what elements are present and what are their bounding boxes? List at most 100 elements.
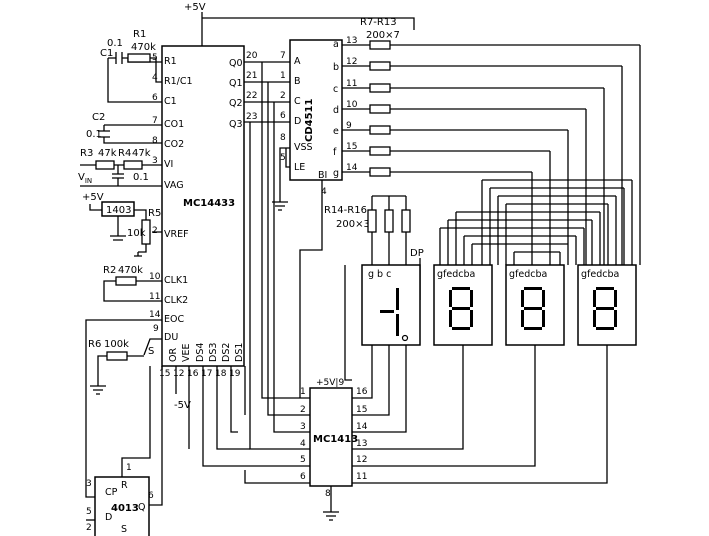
mc14433-pin-num: 3 (152, 156, 158, 166)
display-2-pins: gfedcba (437, 269, 475, 280)
cd4511-pin-num: 1 (280, 71, 286, 81)
ff4013-pin-num: 5 (86, 507, 92, 517)
r2-value: 470k (118, 265, 143, 276)
r1-name: R1 (133, 29, 146, 40)
input-network: C1 0.1 R1 470k C2 0.1 R3 47k R4 47k VIN … (78, 29, 162, 498)
r14-r16-value: 200×3 (336, 219, 370, 230)
vin-label: VIN (78, 172, 92, 185)
mc14433-pin-num: 4 (152, 73, 158, 83)
ref-chip: 1403 (106, 205, 131, 216)
cd4511-pin-num: 2 (280, 91, 286, 101)
mc1413-pin: 3 (300, 422, 306, 432)
mc14433-pin-label: OR (168, 348, 179, 362)
cd4511-pin-num: 10 (346, 100, 358, 110)
ff4013-pin-num: 1 (126, 463, 132, 473)
cd4511-name: CD4511 (304, 98, 315, 142)
mc14433-pin-num: 12 (173, 369, 184, 379)
mc1413-pin: 13 (356, 439, 367, 449)
mc14433-pin-label: CLK1 (164, 275, 188, 286)
mc14433-pin-num: 21 (246, 71, 257, 81)
segment-bus (439, 45, 641, 265)
r5-value: 10k (127, 228, 146, 239)
cd4511-pin-label: VSS (294, 142, 313, 153)
mc1413-pin: 1 (300, 387, 306, 397)
display-3-pins: gfedcba (509, 269, 547, 280)
mc14433-body (161, 45, 245, 367)
cd4511-pin-label: LE (294, 162, 305, 173)
mc14433-pin-label: Q1 (229, 78, 243, 89)
vin-cap-value: 0.1 (133, 172, 149, 183)
mc1413-pin: 6 (300, 472, 306, 482)
mc14433-pin-label: DS3 (208, 343, 219, 362)
cd4511-pin-num: 8 (280, 133, 286, 143)
r1-value: 470k (131, 42, 156, 53)
mc14433-pin-label: C1 (164, 96, 177, 107)
ff4013-pin-num: 6 (148, 491, 154, 501)
mc14433-pin-label: CLK2 (164, 295, 188, 306)
digit-display-3: gfedcba (505, 264, 565, 346)
cd4511-pin-label: a (333, 39, 339, 50)
mc14433-pin-label: R1 (164, 56, 177, 67)
r3-name: R3 (80, 148, 93, 159)
mc14433-name: MC14433 (183, 198, 235, 209)
mc14433-pin-label: DS1 (234, 343, 245, 362)
mc14433-pin-label: Q0 (229, 58, 243, 69)
mc1413-pin: 14 (356, 422, 368, 432)
mc14433-pin-label: EOC (164, 314, 184, 325)
mc1413-pin: 11 (356, 472, 367, 482)
cd4511-pin-label: d (333, 105, 339, 116)
digit-display-2: gfedcba (433, 264, 493, 346)
mc14433-pin-num: 8 (152, 136, 158, 146)
mc14433-pin-label: VEE (181, 343, 192, 362)
r5-name: R5 (148, 208, 161, 219)
mc14433-pin-num: 20 (246, 51, 258, 61)
mc14433-pin-num: 14 (149, 310, 161, 320)
r4-name: R4 (118, 148, 131, 159)
ff4013-pin-num: 2 (86, 523, 92, 533)
cd4511-pin-num: 4 (321, 187, 327, 197)
cd4511-pin-num: 6 (280, 111, 286, 121)
mc1413-pin: 4 (300, 439, 306, 449)
cd4511-pin-num: 9 (346, 121, 352, 131)
mc14433-pin-num: 22 (246, 91, 257, 101)
mc14433-pin-label: VREF (164, 229, 189, 240)
mc14433-pin-label: DU (164, 332, 178, 343)
resistor-array-r7-r13: R7-R13 200×7 (342, 17, 640, 177)
plus5-label: +5V (82, 192, 104, 203)
mc14433-pin-label: DS2 (221, 343, 232, 362)
cd4511-pin-num: 15 (346, 142, 357, 152)
ff4013-pin-label: R (121, 480, 128, 491)
cd4511-pin-label: B (294, 76, 301, 87)
cd4511-pin-num: 14 (346, 163, 358, 173)
mc14433-pin-label: DS4 (195, 343, 206, 362)
resistor-array-r14-r16: R14-R16 200×3 DP (324, 195, 424, 300)
mc14433-pin-label: CO1 (164, 119, 184, 130)
mc14433-pin-num: 18 (215, 369, 227, 379)
r14-r16-label: R14-R16 (324, 205, 367, 216)
mc1413-gnd-pin: 8 (325, 489, 331, 499)
r6-value: 100k (104, 339, 129, 350)
mc14433-pin-num: 23 (246, 112, 257, 122)
ff4013-name: 4013 (111, 503, 139, 514)
cd4511-pin-label: BI (318, 170, 327, 181)
cd4511-pin-num: 13 (346, 36, 357, 46)
r7-r13-value: 200×7 (366, 30, 400, 41)
cd4511-pin-label: b (333, 62, 339, 73)
ff4013-pin-label: CP (105, 487, 118, 498)
r3-value: 47k (98, 148, 117, 159)
mc1413-pin: 16 (356, 387, 368, 397)
mc14433-pin-num: 16 (187, 369, 199, 379)
mc14433-pin-num: 9 (153, 324, 159, 334)
vee-label: -5V (174, 400, 191, 411)
mc14433-pin-label: Q2 (229, 98, 243, 109)
vcc-label: +5V (184, 2, 206, 13)
c1-value: 0.1 (107, 38, 123, 49)
mc1413-pin: 5 (300, 455, 306, 465)
mc14433-pin-num: 6 (152, 93, 158, 103)
digit-display-4: gfedcba (577, 264, 637, 346)
mc14433-pin-label: R1/C1 (164, 76, 193, 87)
cd4511-pin-label: C (294, 96, 301, 107)
r4-value: 47k (132, 148, 151, 159)
c2-name: C2 (92, 112, 105, 123)
